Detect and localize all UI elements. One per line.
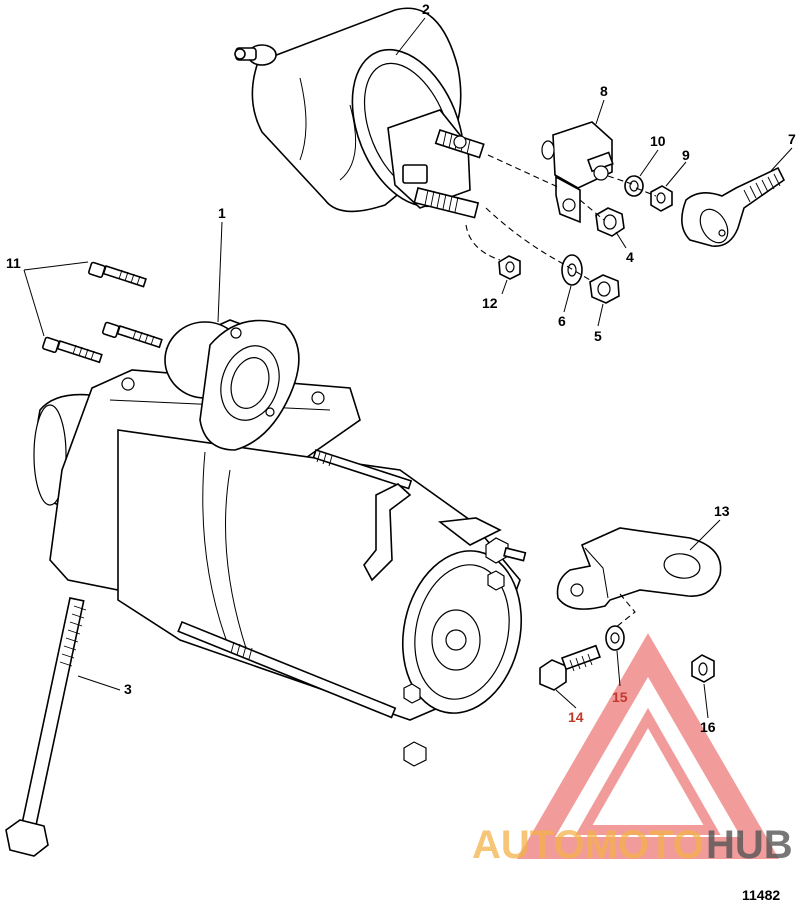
nut-part-12 <box>498 255 521 280</box>
through-bolt-part-3 <box>5 597 87 857</box>
callout-8: 8 <box>600 83 608 99</box>
callout-6: 6 <box>558 313 566 329</box>
callout-12: 12 <box>482 295 498 311</box>
watermark-brand-secondary: HUB <box>706 823 793 867</box>
callout-5: 5 <box>594 328 602 344</box>
callout-11: 11 <box>6 255 21 271</box>
callout-1: 1 <box>218 205 226 221</box>
callout-7: 7 <box>788 131 796 147</box>
washer-part-6 <box>561 254 583 286</box>
terminal-boot-part-7 <box>681 166 786 247</box>
starter-motor-part-1 <box>33 319 527 767</box>
nut-part-4 <box>595 207 625 237</box>
bracket-part-13 <box>556 527 722 610</box>
callout-10: 10 <box>650 133 666 149</box>
solenoid-part-2 <box>234 7 485 219</box>
terminal-connector-part-8 <box>541 121 614 224</box>
callout-16: 16 <box>700 719 716 735</box>
callout-9: 9 <box>682 147 690 163</box>
assembly-dashed-lines <box>465 154 657 629</box>
watermark-logo <box>516 633 780 859</box>
leader-lines <box>23 17 793 719</box>
bolt-part-11-b <box>102 321 163 349</box>
callout-2: 2 <box>422 1 430 17</box>
bolt-part-14 <box>539 644 601 691</box>
nut-part-9 <box>650 185 673 212</box>
bolt-part-11-a <box>88 261 147 288</box>
nut-part-16 <box>691 654 715 683</box>
watermark-brand-primary: AUTOMOTO <box>472 823 704 867</box>
callout-14: 14 <box>568 709 584 725</box>
callout-15: 15 <box>612 689 628 705</box>
callout-3: 3 <box>124 681 132 697</box>
callout-13: 13 <box>714 503 730 519</box>
figure-number: 11482 <box>742 887 780 903</box>
watermark-brand: AUTOMOTO HUB <box>472 823 793 867</box>
nut-part-5 <box>589 274 620 304</box>
washer-part-15 <box>605 625 625 651</box>
washer-part-10 <box>624 175 644 197</box>
callout-labels: 2 1 11 3 8 10 9 7 4 12 6 5 13 14 15 16 <box>6 1 796 735</box>
bolt-part-11-c <box>42 336 103 364</box>
callout-4: 4 <box>626 249 634 265</box>
